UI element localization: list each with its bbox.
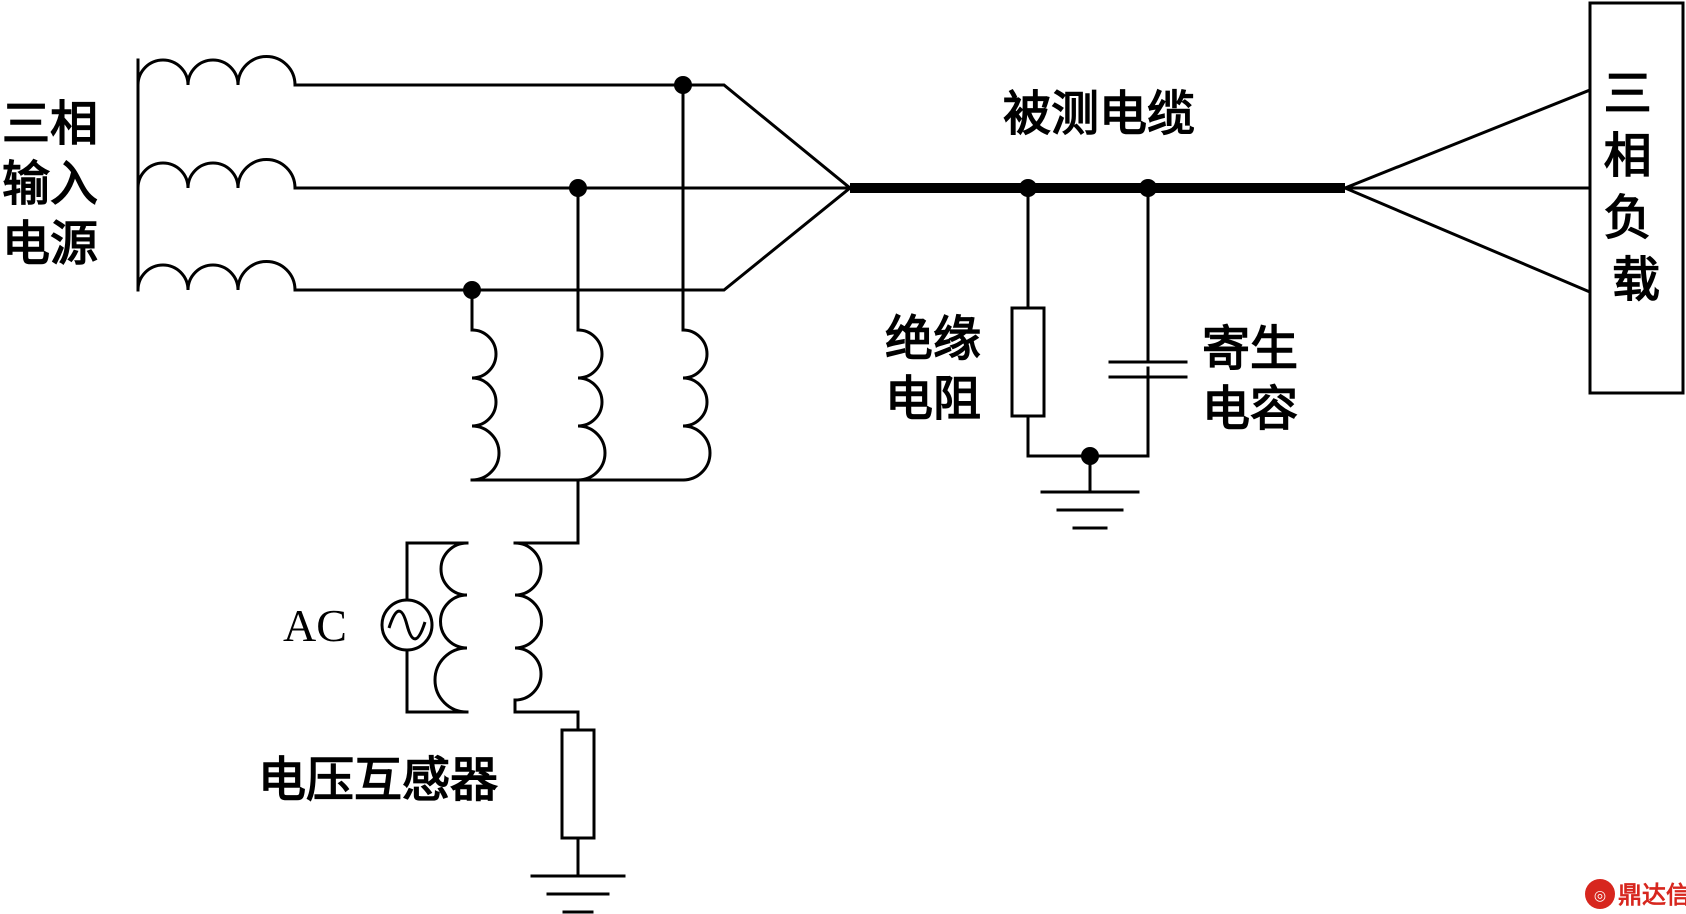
load-wire-c [1343, 186, 1592, 294]
pc-label-line-2: 电容 [1202, 381, 1298, 437]
junction-dots [463, 76, 1157, 465]
ac-top-lead [405, 541, 469, 602]
inductor-coil-icon [471, 328, 501, 482]
ground-icon [530, 874, 626, 914]
vt-output-lead [513, 698, 580, 732]
ac-bottom-lead [405, 648, 469, 714]
load-label-char-4: 载 [1612, 252, 1660, 308]
cable-label: 被测电缆 [1003, 86, 1195, 142]
parasitic-capacitance [1108, 186, 1188, 458]
ground-icon [1040, 454, 1140, 530]
source-coil-phase-c [136, 260, 297, 291]
insulation-resistance [1010, 186, 1150, 458]
resistor-icon [1010, 306, 1046, 418]
vt-neutral-lead [513, 478, 580, 545]
phase-a-wire [293, 83, 853, 191]
watermark-logo-glyph: ◎ [1594, 888, 1606, 904]
junction-dot-icon [569, 179, 587, 197]
ac-injection-transformer [380, 541, 580, 732]
voltage-transformer-label: 电压互感器 [258, 752, 499, 808]
vt-primary-windings [470, 83, 712, 545]
load-label-char-3: 负 [1604, 190, 1652, 246]
watermark: ◎ 鼎达信 [1585, 879, 1686, 909]
ac-source-label: AC [283, 600, 347, 651]
inductor-coil-icon [433, 541, 468, 714]
junction-dot-icon [1139, 179, 1157, 197]
watermark-logo-icon [1585, 879, 1615, 909]
three-phase-load-box [1588, 1, 1685, 395]
parasitic-capacitance-label: 寄生 电容 [1202, 321, 1315, 437]
source-label-line-3: 电源 [2, 216, 98, 272]
phase-c-wire [293, 185, 853, 292]
ir-bottom-lead [1026, 366, 1150, 458]
source-label-line-2: 输入 [2, 156, 98, 212]
source-label: 三相 输入 电源 [2, 96, 115, 272]
source-coil-phase-b [136, 158, 297, 189]
resistor-icon [560, 728, 596, 840]
junction-dot-icon [674, 76, 692, 94]
load-label: 三 相 负 载 [1604, 66, 1669, 308]
load-wires [1343, 88, 1592, 294]
inductor-coil-icon [514, 541, 543, 702]
pc-label-line-1: 寄生 [1202, 321, 1298, 377]
source-coil-phase-a [136, 55, 297, 86]
inductor-coil-icon [682, 328, 712, 482]
load-wire-a [1343, 88, 1592, 190]
ir-label-line-1: 绝缘 [885, 311, 981, 367]
inductor-coil-icon [577, 328, 607, 482]
vt-output-branch [560, 728, 596, 878]
ir-label-line-2: 电阻 [885, 371, 981, 427]
junction-dot-icon [1019, 179, 1037, 197]
watermark-text: 鼎达信 [1618, 881, 1686, 909]
three-phase-source [136, 55, 297, 292]
junction-dot-icon [1081, 447, 1099, 465]
source-label-line-1: 三相 [2, 96, 98, 152]
load-label-char-1: 三 [1604, 66, 1652, 122]
sine-wave-icon [387, 609, 427, 641]
junction-dot-icon [463, 281, 481, 299]
insulation-resistance-label: 绝缘 电阻 [885, 311, 998, 427]
load-label-char-2: 相 [1604, 128, 1652, 184]
